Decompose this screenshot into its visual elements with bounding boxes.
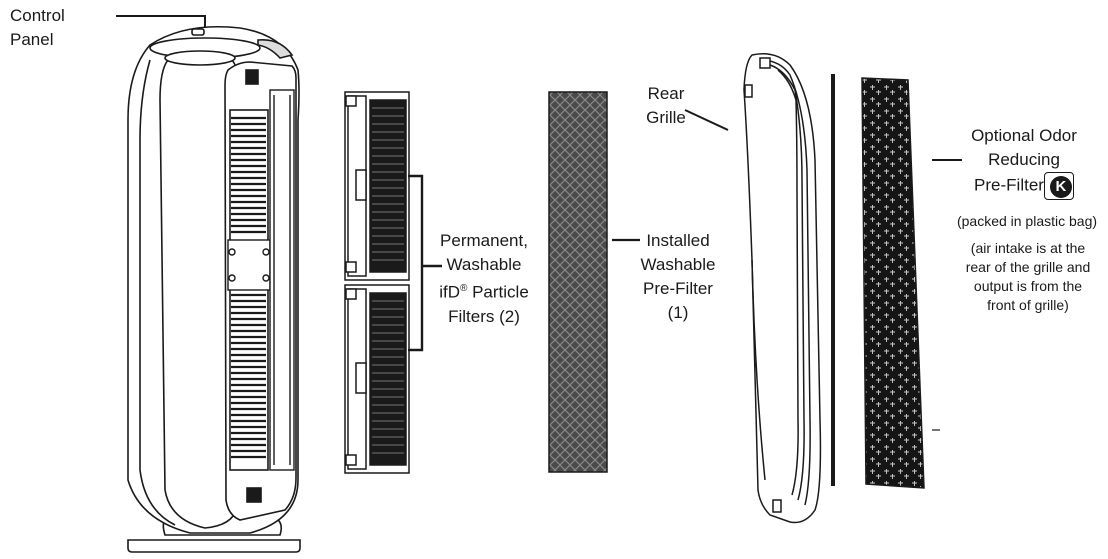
air-note-line2: rear of the grille and [965,259,1091,275]
particle-filters-label-line4: Filters (2) [448,306,520,326]
installed-prefilter [548,91,608,473]
rear-grille-label-line1: Rear [647,84,685,103]
rear-grille-label: Rear Grille [640,82,692,130]
air-note-line4: front of grille) [987,297,1069,313]
control-panel-label: Control Panel [10,4,65,52]
rear-grille-leader [684,109,729,131]
installed-prefilter-label-line3: Pre-Filter [643,279,713,298]
odor-prefilter-label-line2: Reducing [988,150,1060,169]
particle-filter-bottom [344,284,410,474]
prefilter-text: Pre-Filter [974,175,1044,195]
installed-prefilter-label-line1: Installed [646,231,710,250]
control-panel-label-line1: Control [10,6,65,25]
rear-grille-label-line2: Grille [646,108,686,127]
filter-k-badge: K [1049,175,1072,198]
registered-mark: ® [459,283,468,294]
filter-k-icon: K [1043,172,1074,200]
air-note: (air intake is at the rear of the grille… [958,239,1098,315]
air-note-line3: output is from the [973,278,1083,294]
installed-prefilter-label-line2: Washable [640,255,716,274]
packed-note: (packed in plastic bag) [956,213,1098,229]
particle-filters-label-line2: Washable [446,255,522,274]
particle-text: Particle [467,282,529,302]
tower-grille-slats [231,116,266,459]
particle-filters-label-line1: Permanent, [440,231,528,250]
ifd-text: ifD [439,282,460,302]
purifier-base [127,539,301,553]
particle-filters-label: Permanent, Washable ifD® Particle Filter… [436,229,532,329]
separator-bar [831,74,835,486]
control-panel-label-line2: Panel [10,30,54,49]
odor-prefilter-label-line1: Optional Odor [971,126,1077,145]
installed-prefilter-label-line4: (1) [667,303,689,322]
control-panel-leader [116,15,206,28]
rear-grille [743,53,822,524]
particle-filters-label-line3: ifD® Particle [436,277,532,305]
odor-prefilter [861,77,925,489]
installed-prefilter-label: Installed Washable Pre-Filter (1) [633,229,723,325]
particle-filters-bracket [408,174,442,352]
particle-filter-top [344,91,410,281]
air-note-line1: (air intake is at the [970,240,1086,256]
